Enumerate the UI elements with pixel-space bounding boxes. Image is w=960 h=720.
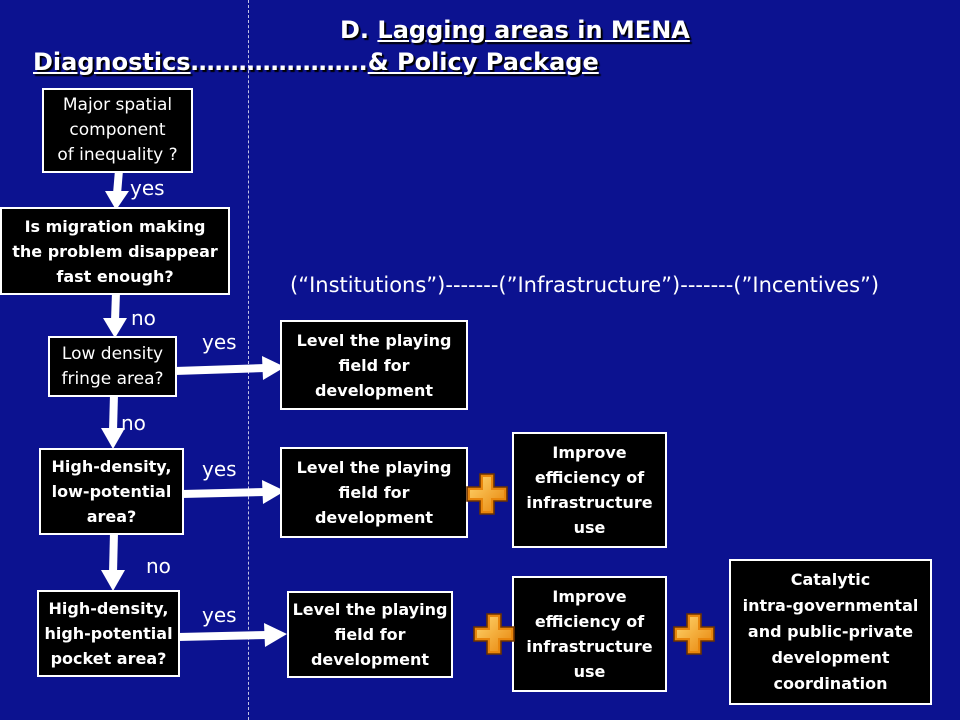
policy-level-playing-field-box: Level the playing field for development [280,320,468,410]
plus-icon [473,613,515,655]
policy-level-playing-field-box: Level the playing field for development [287,591,453,678]
policy-text-line: Catalytic [790,570,871,589]
question-text-line: High-density, [48,599,169,618]
question-low-density-box: Low density fringe area? [48,336,177,397]
policy-improve-infrastructure-box: Improve efficiency of infrastructure use [512,432,667,548]
arrow-shaft [174,364,266,375]
subtitle-diagnostics: Diagnostics [33,48,191,76]
policy-text-line: use [573,662,606,681]
arrow-head [101,428,125,449]
question-high-density-high-potential-box: High-density, high-potential pocket area… [37,590,180,677]
policy-text-line: and public-private [747,622,914,641]
question-text-line: Is migration making [24,216,206,236]
policy-text-line: efficiency of [534,468,645,487]
arrow-head [101,570,125,591]
question-text-line: Major spatial [62,95,173,115]
question-text-line: component [69,120,166,140]
plus-icon [673,613,715,655]
question-text-line: pocket area? [50,649,167,668]
arrow-q1-to-q2 [105,169,129,210]
question-text-line: low-potential [51,482,172,501]
policy-text-line: coordination [773,674,888,693]
arrow-shaft [177,631,268,641]
policy-text-line: use [573,518,606,537]
title-prefix: D. [340,16,370,44]
arrow-q5-to-policy [177,623,287,647]
policy-text-line: Improve [552,587,627,606]
policy-catalytic-coordination-box: Catalytic intra-governmental and public-… [729,559,932,705]
question-text-line: the problem disappear [12,241,218,261]
policy-text-line: efficiency of [534,612,645,631]
policy-text-line: Level the playing [296,458,452,477]
title-main: Lagging areas in MENA [377,16,690,44]
policy-text-line: field for [338,355,410,375]
policy-text-line: development [314,380,434,400]
policy-text-line: development [310,650,430,669]
policy-text-line: field for [338,483,410,502]
arrow-shaft [111,291,120,322]
answer-yes-label: yes [202,603,237,627]
arrow-q4-to-q5 [101,531,125,591]
arrow-head [262,356,285,380]
policy-levels-header: (“Institutions”)-------(”Infrastructure”… [290,273,880,297]
question-text-line: fringe area? [61,368,164,389]
arrow-shaft [113,169,123,195]
question-text-line: Low density [61,343,164,364]
plus-icon [466,473,508,515]
question-high-density-low-potential-box: High-density, low-potential area? [39,448,184,535]
policy-level-playing-field-box: Level the playing field for development [280,447,468,538]
slide-title: D. Lagging areas in MENA [340,15,690,45]
answer-yes-label: yes [130,176,165,200]
policy-text-line: field for [334,625,406,644]
policy-text-line: development [314,508,434,527]
arrow-shaft [109,393,118,432]
slide-subtitle: Diagnostics………………….& Policy Package [33,47,599,77]
policy-text-line: intra-governmental [742,596,919,615]
arrow-head [264,623,287,647]
answer-yes-label: yes [202,330,237,354]
policy-text-line: Level the playing [292,600,448,619]
arrow-head [105,191,129,210]
answer-no-label: no [131,306,156,330]
arrow-q2-to-q3 [103,291,127,338]
question-text-line: High-density, [51,457,172,476]
divider-line [248,0,249,720]
policy-text-line: development [771,648,890,667]
subtitle-dots: …………………. [190,48,368,76]
policy-text-line: Improve [552,443,627,462]
arrow-shaft [109,531,118,574]
answer-yes-label: yes [202,457,237,481]
arrow-q3-to-q4 [101,393,125,449]
policy-text-line: infrastructure [526,637,653,656]
plus-icon-inner [677,617,711,651]
question-spatial-inequality-box: Major spatial component of inequality ? [42,88,193,173]
answer-no-label: no [121,411,146,435]
question-text-line: area? [86,507,137,526]
arrow-head [103,318,127,338]
arrow-q3-to-policy [174,356,285,380]
policy-improve-infrastructure-box: Improve efficiency of infrastructure use [512,576,667,692]
answer-no-label: no [146,554,171,578]
question-migration-box: Is migration making the problem disappea… [0,207,230,295]
arrow-q4-to-policy [181,480,285,504]
subtitle-policy-package: & Policy Package [367,48,599,76]
policy-text-line: Level the playing [296,330,452,350]
arrow-shaft [181,488,266,498]
arrow-head [262,480,285,504]
question-text-line: fast enough? [56,266,174,286]
plus-icon-inner [477,617,511,651]
policy-text-line: infrastructure [526,493,653,512]
question-text-line: high-potential [44,624,173,643]
question-text-line: of inequality ? [57,145,178,165]
plus-icon-inner [470,477,504,511]
